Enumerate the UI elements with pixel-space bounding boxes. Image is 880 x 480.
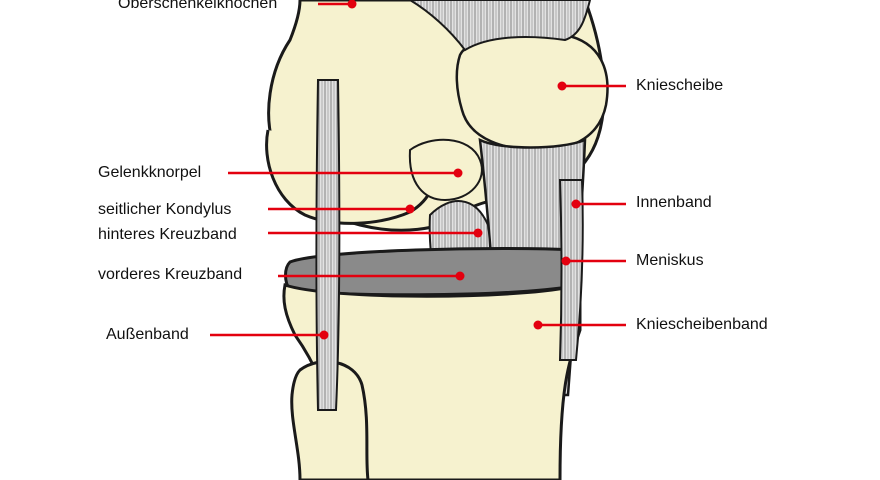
label-posterior-cruciate: hinteres Kreuzband xyxy=(98,225,237,245)
label-patellar-ligament: Kniescheibenband xyxy=(636,315,768,335)
cartilage-shape xyxy=(410,140,482,200)
label-femur: Oberschenkelknochen xyxy=(118,0,277,14)
lateral-ligament-shape xyxy=(317,80,340,410)
patella-shape xyxy=(457,32,608,150)
label-lateral-condyle: seitlicher Kondylus xyxy=(98,200,231,220)
label-patella: Kniescheibe xyxy=(636,76,723,96)
label-lateral-ligament: Außenband xyxy=(106,325,189,345)
label-meniscus: Meniskus xyxy=(636,251,704,271)
label-anterior-cruciate: vorderes Kreuzband xyxy=(98,265,242,285)
label-cartilage: Gelenkknorpel xyxy=(98,163,201,183)
label-medial-ligament: Innenband xyxy=(636,193,712,213)
